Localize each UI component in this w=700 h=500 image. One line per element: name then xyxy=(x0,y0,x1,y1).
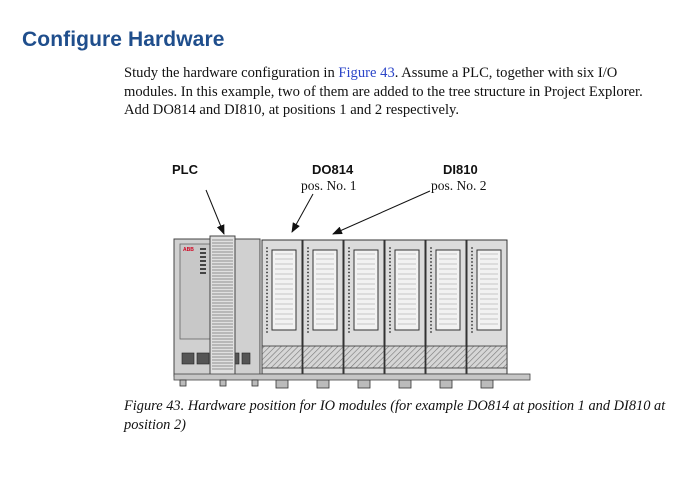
io-module-4 xyxy=(384,239,426,389)
io-module-3 xyxy=(343,239,385,389)
din-rail xyxy=(173,373,531,381)
do814-position-label: pos. No. 1 xyxy=(301,178,357,193)
io-module-6 xyxy=(466,239,508,389)
io-module-2 xyxy=(302,239,344,389)
di810-label: DI810 xyxy=(443,162,478,177)
plc-front-panel xyxy=(179,243,211,340)
io-module-5 xyxy=(425,239,467,389)
paragraph-text-after: . Assume a PLC, together with six I/O mo… xyxy=(124,65,643,118)
io-module-1 xyxy=(261,239,303,389)
io-modules xyxy=(261,239,508,389)
hardware-figure: PLC DO814 pos. No. 1 DI810 pos. No. 2 AB… xyxy=(160,156,540,392)
body-paragraph: Study the hardware configuration in Figu… xyxy=(124,64,664,120)
abb-logo: ABB xyxy=(183,247,194,253)
plc-arrow xyxy=(205,189,225,235)
plc-led-column xyxy=(200,248,206,274)
do814-label: DO814 xyxy=(312,162,354,177)
figure-43-link[interactable]: Figure 43 xyxy=(338,65,395,81)
di810-arrow xyxy=(332,190,431,235)
plc-label: PLC xyxy=(172,162,198,177)
section-heading: Configure Hardware xyxy=(22,28,225,51)
paragraph-text-before: Study the hardware configuration in xyxy=(124,65,339,81)
figure-caption: Figure 43. Hardware position for IO modu… xyxy=(124,398,666,433)
hardware-drawing: ABB xyxy=(173,189,531,389)
di810-position-label: pos. No. 2 xyxy=(431,178,487,193)
do814-arrow xyxy=(291,193,314,233)
